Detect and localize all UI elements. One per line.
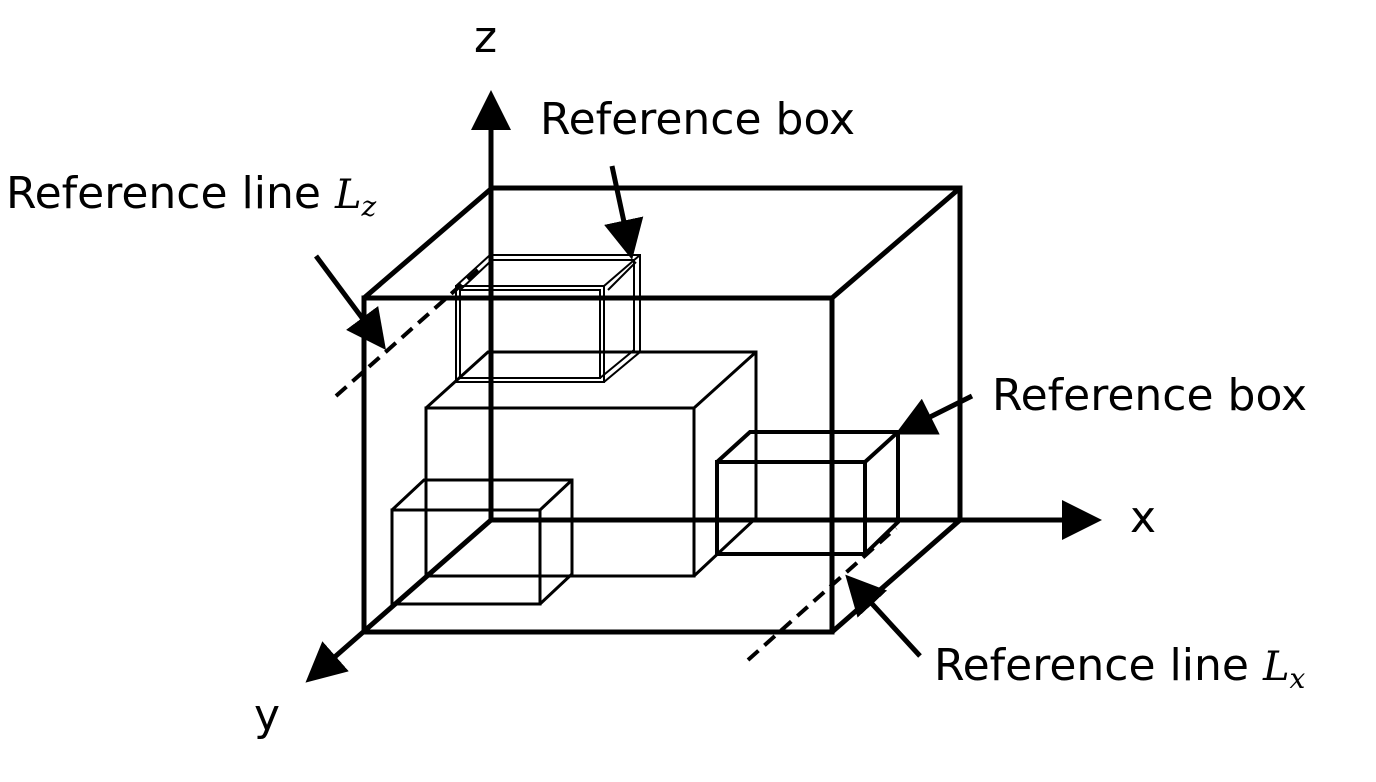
reference-line-lz	[334, 268, 480, 398]
large-box	[424, 350, 758, 578]
container-box	[361, 185, 963, 635]
reference-line-lx	[746, 526, 898, 662]
reference-line-lz-label: Reference line Lz	[6, 168, 377, 223]
pointer-arrow-reference-line-lz	[313, 254, 386, 351]
pointer-arrow-reference-box-top	[604, 165, 644, 260]
reference-box-right	[715, 430, 900, 556]
y-axis	[305, 518, 493, 683]
axes	[305, 90, 1102, 683]
x-axis-label: x	[1130, 492, 1156, 543]
reference-box-top	[455, 254, 641, 383]
y-axis-label: y	[254, 690, 280, 741]
pointer-arrows	[313, 165, 974, 658]
reference-line-lx-label: Reference line Lx	[934, 640, 1306, 695]
pointer-arrow-reference-box-right	[895, 393, 974, 435]
small-box-bottom-left	[390, 478, 574, 606]
reference-box-right-label: Reference box	[992, 370, 1307, 421]
z-axis-label: z	[474, 12, 497, 63]
pointer-arrow-reference-line-lx	[845, 574, 922, 658]
reference-box-top-label: Reference box	[540, 94, 855, 145]
